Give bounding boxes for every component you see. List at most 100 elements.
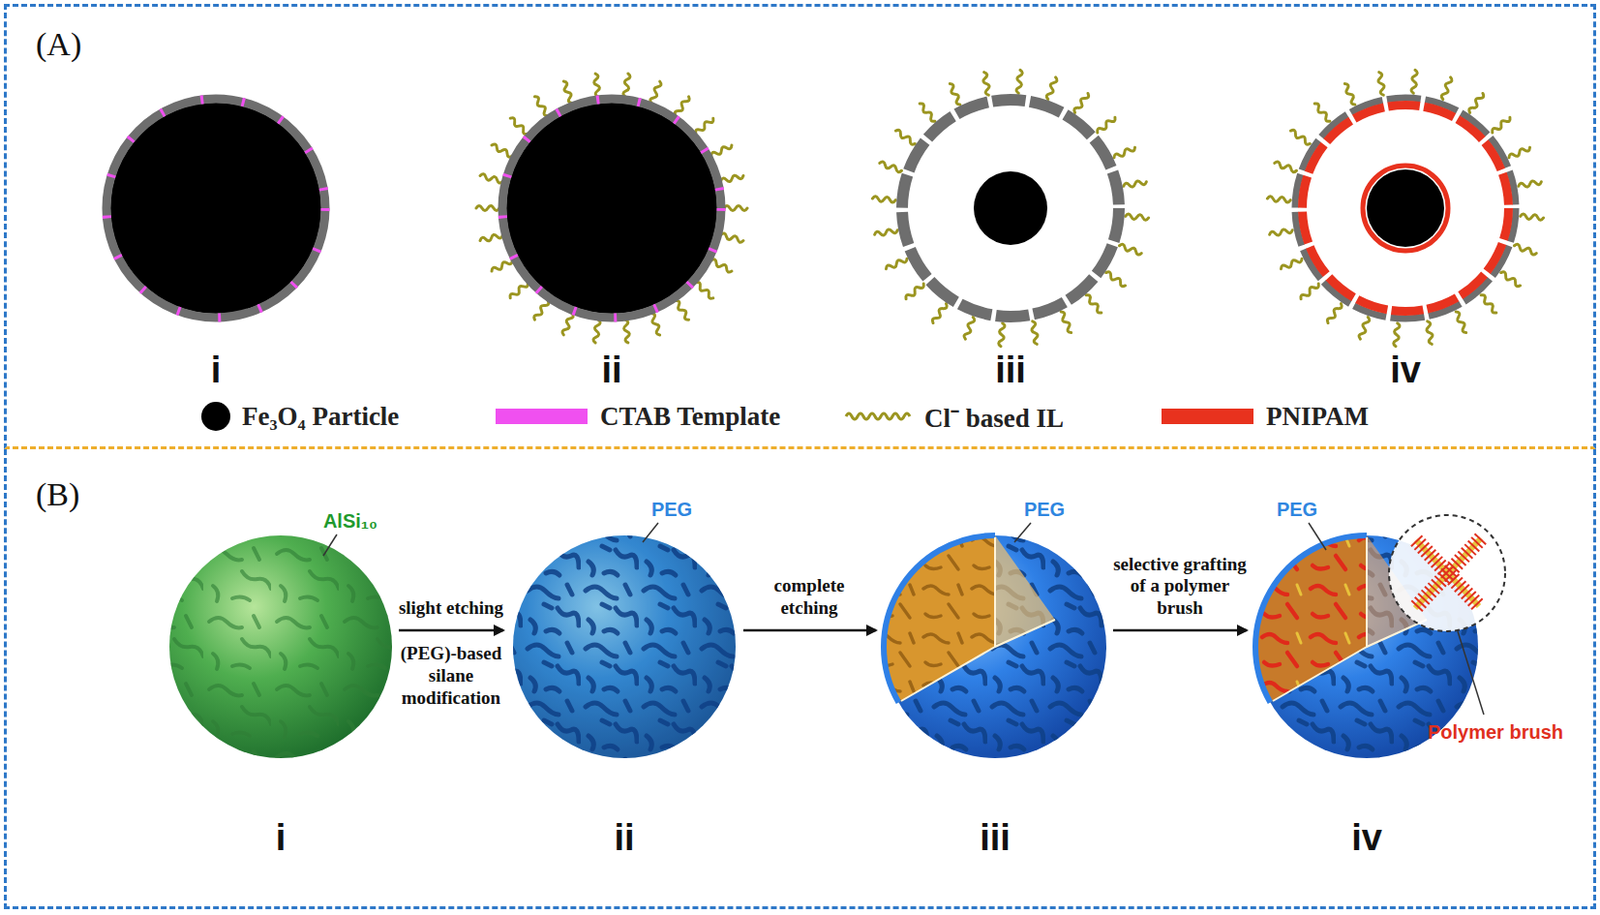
particle-i [106,98,326,318]
sphere-texture [513,535,736,758]
il-squiggle [1358,316,1371,340]
callout-circle [1388,514,1506,632]
particle-iii [872,69,1149,347]
silica-shell [106,98,326,318]
step-label: slight etching [393,597,509,620]
ctab-template [502,98,722,318]
il-squiggle [724,206,748,212]
il-squiggle [1084,293,1104,314]
fe3o4-core [506,102,718,314]
bar-swatch [1161,408,1254,424]
il-squiggle [894,128,917,147]
cut-interior [883,535,996,703]
il-squiggle [720,173,744,184]
leader-line [642,522,659,543]
process-arrow [743,629,876,633]
il-squiggle [623,319,632,343]
il-squiggle [1298,281,1320,302]
il-squiggle [998,323,1006,347]
peg-sphere [513,535,736,758]
il-squiggle [476,206,500,212]
il-squiggle [1513,242,1538,256]
legend-text: Fe₃O₄ Particle [241,401,399,432]
pnipam-layer [1302,105,1510,312]
il-squiggle [1268,227,1294,237]
il-squiggle [1045,76,1058,100]
step-numeral: iii [995,348,1027,393]
fe3o4-core [110,102,322,314]
il-squiggles [1267,69,1544,347]
il-squiggle [593,73,602,97]
leader-line [323,534,337,556]
il-squiggle [649,80,663,104]
il-squiggle [1520,213,1544,221]
particle-iv [1267,69,1544,347]
il-squiggle [561,80,574,104]
il-squiggle [532,94,550,118]
il-squiggles [872,69,1149,347]
mesoporous-shell [902,99,1119,317]
step-label: selective grafting of a polymer brush [1109,553,1251,620]
core-tint [513,535,736,758]
step-numeral: ii [601,348,622,393]
il-squiggle [963,316,976,340]
il-squiggle [1058,310,1074,334]
il-squiggle [1424,320,1434,345]
step-numeral: iii [979,815,1011,861]
fe3o4-core [973,171,1048,245]
il-squiggle [931,301,949,325]
step-numeral: ii [613,815,634,861]
il-squiggle [1342,82,1358,106]
il-squiggle [1029,320,1039,345]
il-squiggle [1467,91,1485,115]
il-squiggle [673,94,692,118]
il-squiggle [1376,71,1386,96]
il-squiggle [1016,69,1024,93]
il-squiggle [490,143,514,159]
il-squiggle [532,299,550,322]
il-squiggle [694,280,715,301]
process-arrow [1113,629,1247,633]
circle-swatch [201,401,231,431]
sphere-ii [513,535,736,758]
squiggle-line [845,413,910,420]
il-squiggle [710,258,734,274]
il-squiggle [649,312,663,336]
il-squiggle [1273,160,1298,174]
il-squiggle [1499,270,1522,288]
il-squiggle [1095,115,1117,135]
brush-chains [1415,538,1481,608]
mesoporous-shell [1295,97,1516,319]
leader-line [1308,522,1327,550]
il-squiggle [1125,213,1149,221]
il-squiggle [1113,145,1137,160]
panel-letter: (A) [35,26,82,63]
fe3o4-core [1366,169,1445,247]
il-squiggle [479,173,503,184]
legend-text: Cl⁻ based IL [924,398,1064,435]
il-squiggle [917,101,937,122]
shell-texture [883,535,1107,758]
il-squiggle [623,73,632,97]
ctab-template [106,98,326,318]
il-squiggle [1289,128,1312,147]
particle-ii [476,73,748,344]
step-numeral: iv [1351,815,1383,861]
shell-rim [883,535,996,703]
il-squiggle [509,116,530,136]
pnipam-ring [1362,165,1449,251]
panel-box: (A) [3,3,1597,450]
il-squiggle [561,312,574,336]
material-label: AlSi₁₀ [323,509,378,533]
il-squiggle [1279,256,1303,272]
leader-line [1457,631,1484,715]
material-label: PEG [651,497,693,521]
il-squiggle [1517,179,1542,188]
il-squiggle [1312,101,1332,122]
leader-lines [323,522,1484,715]
il-squiggle [1122,179,1148,188]
il-squiggle [720,232,744,243]
leader-line [1014,522,1031,543]
material-label: PEG [1024,497,1065,521]
